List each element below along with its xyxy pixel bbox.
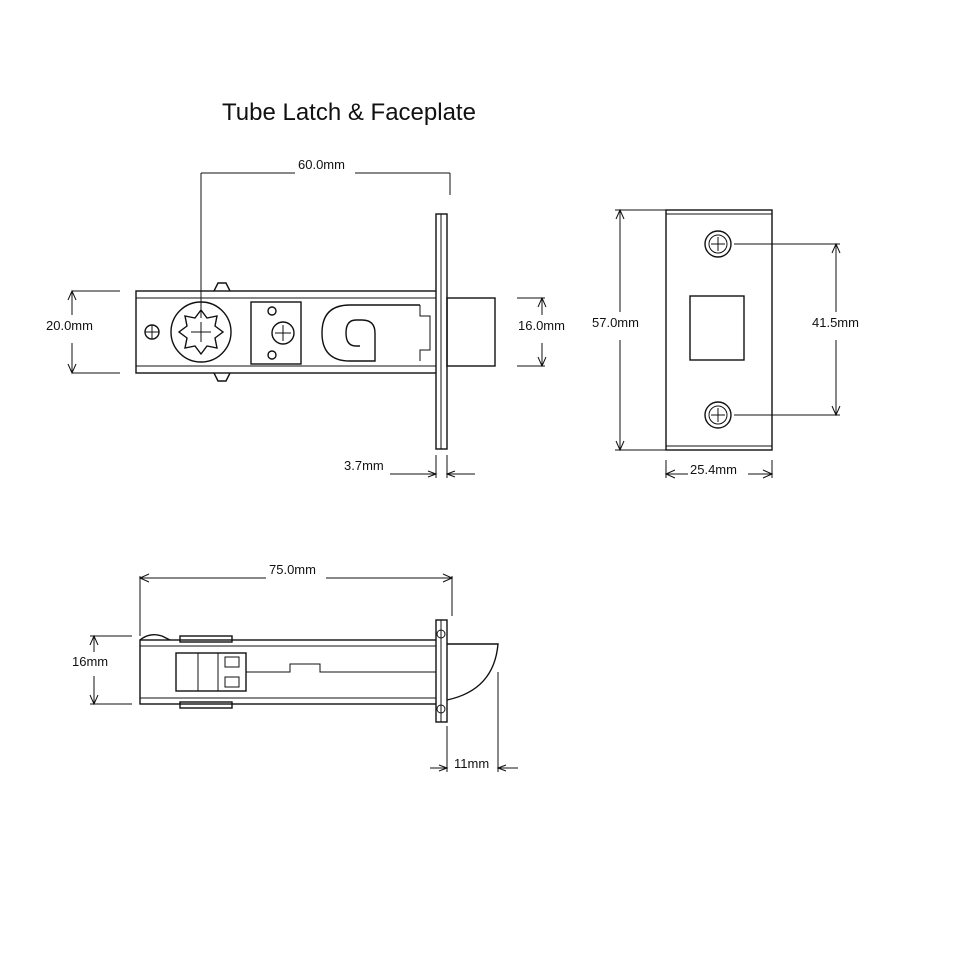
svg-text:16.0mm: 16.0mm	[518, 318, 565, 333]
dim-latch-bolt-height: 16mm	[72, 634, 132, 706]
screw-hole-bottom	[704, 401, 732, 429]
side-follower-block	[175, 652, 247, 692]
dim-faceplate-width: 25.4mm	[664, 460, 774, 479]
svg-text:57.0mm: 57.0mm	[592, 315, 639, 330]
latch-slot	[321, 304, 420, 362]
latch-top-view	[135, 213, 496, 450]
svg-text:20.0mm: 20.0mm	[46, 318, 93, 333]
svg-text:75.0mm: 75.0mm	[269, 562, 316, 577]
svg-text:16mm: 16mm	[72, 654, 108, 669]
drawing-title: Tube Latch & Faceplate	[222, 99, 476, 126]
screw-hole-top	[704, 230, 732, 258]
dim-latch-projection: 11mm	[430, 672, 518, 772]
dim-latch-height: 16.0mm	[517, 296, 565, 368]
svg-text:25.4mm: 25.4mm	[690, 462, 737, 477]
svg-text:60.0mm: 60.0mm	[298, 157, 345, 172]
dim-backset: 60.0mm	[200, 157, 451, 318]
spindle-plate	[250, 301, 302, 365]
svg-text:11mm: 11mm	[454, 756, 489, 771]
faceplate-outline	[665, 209, 773, 451]
latch-opening	[689, 295, 745, 361]
dim-screw-centres: 41.5mm	[734, 242, 859, 417]
faceplate-front-view	[665, 209, 773, 451]
dim-tube-diameter: 20.0mm	[46, 289, 120, 375]
dim-faceplate-height: 57.0mm	[592, 208, 666, 452]
svg-text:41.5mm: 41.5mm	[812, 315, 859, 330]
latch-tube-body	[135, 290, 439, 374]
svg-text:3.7mm: 3.7mm	[344, 458, 384, 473]
star-follower	[177, 308, 225, 356]
dim-overall-length: 75.0mm	[138, 562, 454, 636]
latch-bolt	[446, 297, 496, 367]
latch-side-view	[139, 619, 499, 723]
side-latch-bolt	[446, 643, 499, 701]
dim-faceplate-thickness: 3.7mm	[344, 455, 475, 478]
